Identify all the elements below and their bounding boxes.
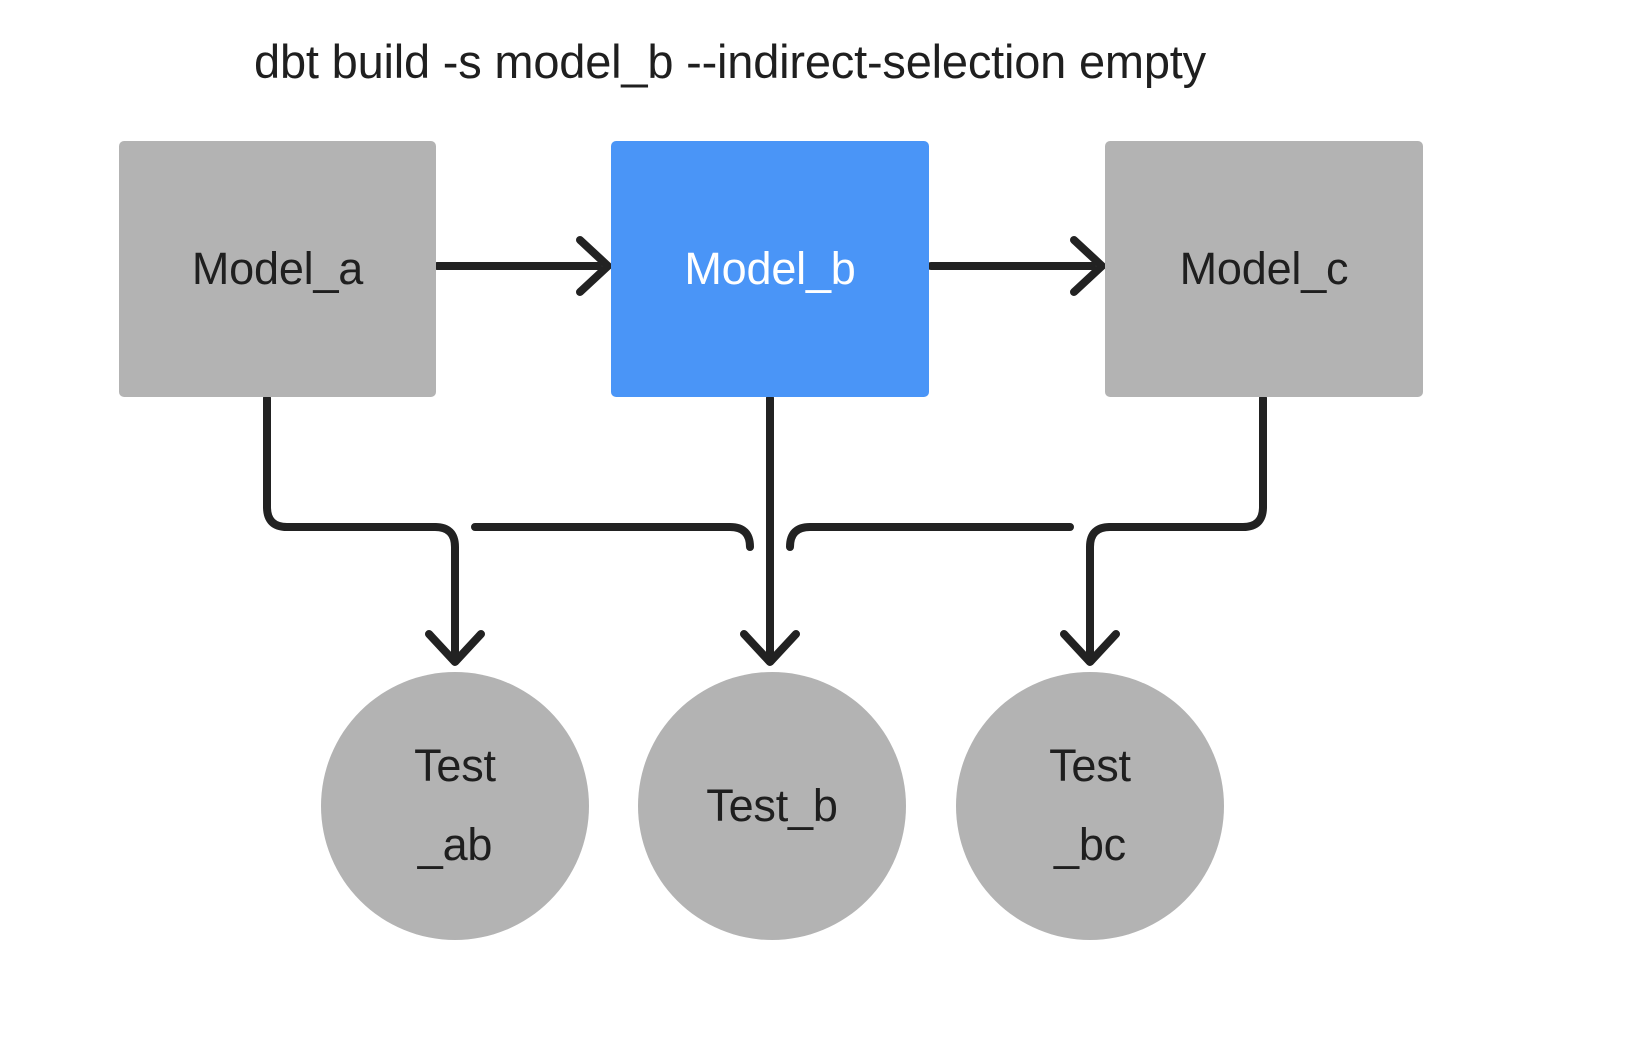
edge-arrow-test-ab <box>425 523 485 666</box>
node-test-b[interactable]: Test_b <box>638 672 906 940</box>
edge-model-a-to-test-ab <box>263 394 439 531</box>
edge-arrow-test-bc <box>1060 523 1120 666</box>
node-model-b[interactable]: Model_b <box>611 141 929 397</box>
node-label-test-b: Test_b <box>706 779 838 831</box>
node-label-model-c: Model_c <box>1179 243 1349 294</box>
edge-model-b-to-model-c <box>927 236 1106 296</box>
edge-model-c-to-test-bc <box>1106 394 1267 531</box>
node-label-test-ab: Test _ab <box>414 740 496 870</box>
node-model-a[interactable]: Model_a <box>119 141 436 397</box>
edge-model-a-to-model-b <box>433 236 612 296</box>
node-test-bc[interactable]: Test _bc <box>956 672 1224 940</box>
edge-model-b-to-test-b <box>740 394 800 666</box>
node-label-model-a: Model_a <box>191 243 364 294</box>
edge-model-b-to-test-bc <box>786 523 1074 551</box>
node-test-ab[interactable]: Test _ab <box>321 672 589 940</box>
node-label-test-bc: Test _bc <box>1049 740 1131 870</box>
node-model-c[interactable]: Model_c <box>1105 141 1423 397</box>
edge-model-b-to-test-ab <box>471 523 754 551</box>
node-label-model-b: Model_b <box>684 243 856 294</box>
